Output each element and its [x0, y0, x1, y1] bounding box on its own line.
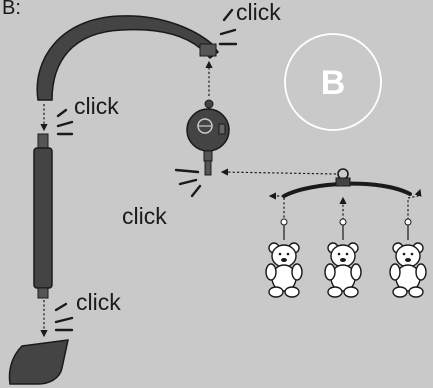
- bear-left: [265, 218, 303, 298]
- bear-right: [389, 218, 427, 298]
- step-badge-letter: B: [321, 64, 346, 102]
- corner-label: B:: [2, 0, 21, 19]
- arm-end-cap: [199, 43, 217, 57]
- bear-middle: [324, 218, 362, 298]
- click-label-pole-bottom: click: [76, 289, 121, 315]
- arrow-hanger-to-box: [220, 168, 337, 176]
- click-label-arm-end: click: [236, 0, 281, 25]
- crib-clamp: [8, 339, 69, 385]
- mobile-arm: [36, 15, 220, 101]
- click-marks-pole-top: [56, 108, 74, 136]
- click-marks-pole-bottom: [54, 302, 74, 332]
- hanger-bar: [282, 168, 412, 198]
- click-marks-music-box: [174, 168, 202, 198]
- pole-connector: [37, 133, 49, 149]
- click-label-music-box: click: [122, 203, 167, 229]
- arrow-right-bear: [407, 188, 422, 220]
- mobile-pole: [33, 147, 53, 289]
- arrow-left-bear: [268, 192, 285, 222]
- click-marks-arm-end: [218, 8, 238, 46]
- pole-bottom-plug: [37, 287, 49, 299]
- click-label-pole-top: click: [74, 93, 119, 119]
- step-badge: B: [284, 33, 382, 131]
- music-box: [186, 99, 230, 176]
